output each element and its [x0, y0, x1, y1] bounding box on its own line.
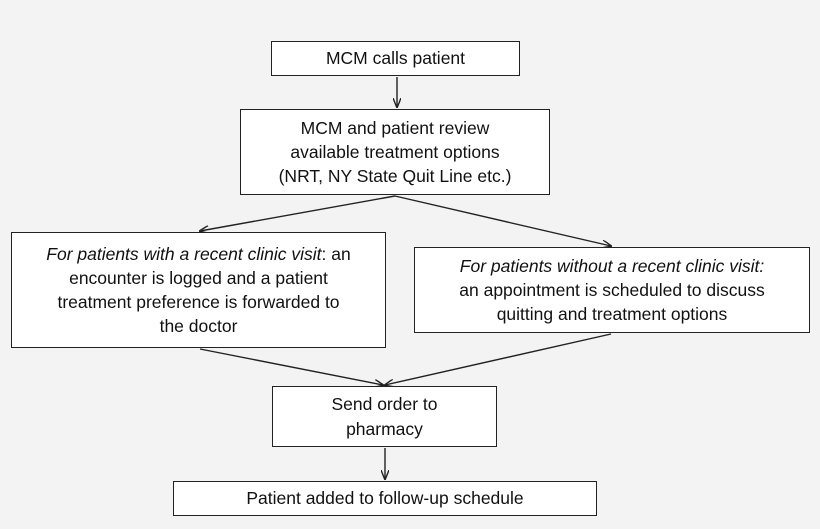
node-follow-up-schedule: Patient added to follow-up schedule: [173, 481, 597, 516]
send-order-line-1: Send order to: [331, 394, 438, 415]
no-recent-visit-line-2: an appointment is scheduled to discuss: [459, 279, 765, 300]
node-recent-clinic-visit: For patients with a recent clinic visit:…: [11, 232, 386, 348]
no-recent-visit-line-3: quitting and treatment options: [496, 304, 728, 325]
arrow-no-recent-visit-to-send-order: [385, 333, 612, 385]
node-follow-up-label: Patient added to follow-up schedule: [246, 488, 524, 509]
recent-visit-italic-lead: For patients with a recent clinic visit: [46, 243, 322, 264]
no-recent-visit-line-1: For patients without a recent clinic vis…: [421, 254, 803, 278]
recent-visit-line-3: treatment preference is forwarded to: [57, 292, 340, 312]
node-mcm-calls-patient-label: MCM calls patient: [325, 48, 466, 69]
arrow-recent-visit-to-send-order: [199, 348, 383, 385]
node-review-treatment-options: MCM and patient review available treatme…: [240, 109, 550, 195]
review-line-2: available treatment options: [290, 141, 500, 162]
recent-visit-line-4: the doctor: [159, 316, 238, 337]
node-send-order-to-pharmacy: Send order to pharmacy: [272, 386, 497, 447]
recent-visit-line-1: For patients with a recent clinic visit:…: [18, 242, 379, 266]
send-order-line-2: pharmacy: [346, 418, 423, 439]
recent-visit-line-2: encounter is logged and a patient: [69, 267, 328, 288]
arrow-review-to-recent-visit: [200, 195, 396, 231]
node-no-recent-clinic-visit: For patients without a recent clinic vis…: [414, 247, 810, 333]
review-line-3: (NRT, NY State Quit Line etc.): [278, 166, 512, 187]
review-line-1: MCM and patient review: [300, 117, 490, 138]
no-recent-visit-italic-lead: For patients without a recent clinic vis…: [459, 255, 765, 276]
node-mcm-calls-patient: MCM calls patient: [271, 41, 520, 76]
recent-visit-lead-rest: : an: [321, 243, 351, 264]
arrow-review-to-no-recent-visit: [394, 195, 611, 246]
